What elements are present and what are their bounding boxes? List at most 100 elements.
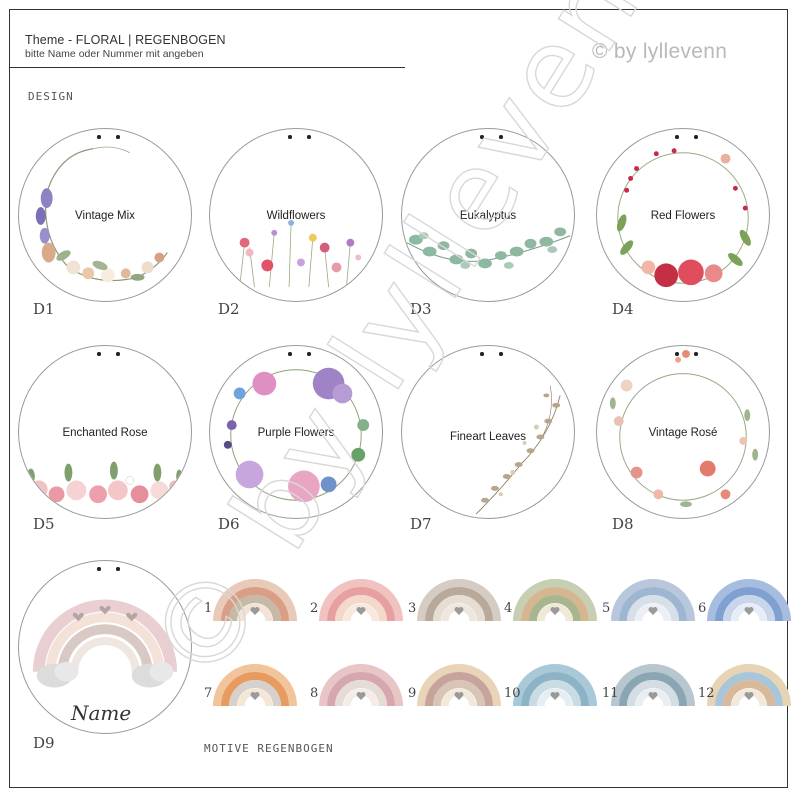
rainbow-arc [627, 680, 679, 707]
design-option-d1[interactable]: Vintage Mix [18, 128, 192, 302]
rainbow-motif-9[interactable] [416, 650, 502, 712]
heart-icon [356, 692, 366, 700]
rainbow-number: 12 [698, 686, 715, 701]
design-option-d4[interactable]: Red Flowers [596, 128, 770, 302]
design-label: Vintage Rosé [648, 427, 718, 439]
rainbow-arc [417, 664, 501, 707]
design-option-d3[interactable]: Eukalyptus [401, 128, 575, 302]
design-label: Vintage Mix [75, 210, 135, 222]
rainbow-arc [433, 680, 485, 707]
rainbow-arc [441, 688, 477, 707]
rainbow-icon [319, 579, 403, 622]
page-title: Theme - FLORAL | REGENBOGEN [25, 33, 226, 47]
rainbow-motif-11[interactable] [610, 650, 696, 712]
rainbow-arc [537, 688, 573, 707]
rainbow-arc [635, 603, 671, 622]
rainbow-arc [635, 688, 671, 707]
name-placeholder-text: Name [71, 701, 132, 725]
rainbow-arc [715, 587, 783, 622]
heart-icon [250, 607, 260, 615]
rainbow-number: 9 [408, 686, 417, 701]
rainbow-arc [343, 688, 379, 707]
rainbow-arc [529, 595, 581, 622]
hanging-holes [288, 135, 312, 139]
design-code: D8 [612, 515, 634, 533]
heart-icon [744, 607, 754, 615]
rainbow-arc [213, 579, 297, 622]
rainbow-number: 11 [602, 686, 619, 701]
floral-wreath-icon [35, 146, 168, 283]
rainbow-arc [611, 579, 695, 622]
design-label: Enchanted Rose [62, 427, 148, 439]
hanging-holes [480, 352, 504, 356]
rainbow-number: 3 [408, 601, 417, 616]
rainbow-motif-1[interactable] [212, 565, 298, 627]
design-option-d7[interactable]: Fineart Leaves [401, 345, 575, 519]
design-option-d9[interactable]: Name [18, 560, 192, 734]
wildflower-meadow-icon [239, 219, 362, 288]
rainbow-arc [221, 672, 289, 707]
rainbow-icon [611, 579, 695, 622]
design-code: D2 [218, 300, 240, 318]
design-option-d2[interactable]: Wildflowers [209, 128, 383, 302]
rainbow-arc [237, 603, 273, 622]
rainbow-icon [319, 664, 403, 707]
rainbow-motif-7[interactable] [212, 650, 298, 712]
rainbow-arc [521, 587, 589, 622]
heart-icon [454, 692, 464, 700]
heart-icon [648, 692, 658, 700]
rainbow-number: 8 [310, 686, 319, 701]
rainbow-motif-10[interactable] [512, 650, 598, 712]
rainbow-motif-3[interactable] [416, 565, 502, 627]
rainbow-arc [513, 664, 597, 707]
rainbow-arc [707, 664, 791, 707]
rainbow-motif-2[interactable] [318, 565, 404, 627]
rainbow-section-label: MOTIVE REGENBOGEN [204, 742, 334, 755]
rainbow-arc [619, 587, 687, 622]
design-code: D9 [33, 734, 55, 752]
design-option-d6[interactable]: Purple Flowers [209, 345, 383, 519]
rainbow-arc [221, 587, 289, 622]
rainbow-arc [213, 664, 297, 707]
rainbow-number: 5 [602, 601, 611, 616]
design-code: D3 [410, 300, 432, 318]
rainbow-arc [417, 579, 501, 622]
rainbow-arc [335, 595, 387, 622]
design-option-d8[interactable]: Vintage Rosé [596, 345, 770, 519]
rainbow-motif-5[interactable] [610, 565, 696, 627]
hanging-holes [675, 352, 699, 356]
design-label: Purple Flowers [257, 427, 335, 439]
eucalyptus-branch-icon [406, 227, 571, 269]
rainbow-arc [319, 579, 403, 622]
rainbow-number: 1 [204, 601, 213, 616]
design-code: D1 [33, 300, 55, 318]
design-label: Red Flowers [650, 210, 716, 222]
heart-icon [550, 692, 560, 700]
hanging-holes [288, 352, 312, 356]
rainbow-motif-6[interactable] [706, 565, 792, 627]
copyright-watermark: © by lyllevenn [592, 40, 728, 63]
rainbow-motif-12[interactable] [706, 650, 792, 712]
rainbow-arc [731, 688, 767, 707]
rainbow-icon [707, 579, 791, 622]
rainbow-arc [229, 595, 281, 622]
vintage-rose-wreath-icon [609, 349, 759, 508]
heart-icon [454, 607, 464, 615]
rainbow-icon [417, 664, 501, 707]
rainbow-arc [619, 672, 687, 707]
rainbow-arc [327, 587, 395, 622]
rainbow-arc [715, 672, 783, 707]
rainbow-arc [237, 688, 273, 707]
rainbow-cloud-icon [32, 599, 178, 688]
design-code: D4 [612, 300, 634, 318]
rainbow-arc [707, 579, 791, 622]
rainbow-motif-8[interactable] [318, 650, 404, 712]
rainbow-motif-4[interactable] [512, 565, 598, 627]
red-flower-wreath-icon [616, 148, 751, 288]
design-option-d5[interactable]: Enchanted Rose [18, 345, 192, 519]
rainbow-icon [513, 664, 597, 707]
fineart-leaves-icon [475, 385, 561, 515]
rainbow-arc [327, 672, 395, 707]
rainbow-arc [335, 680, 387, 707]
rainbow-arc [521, 672, 589, 707]
